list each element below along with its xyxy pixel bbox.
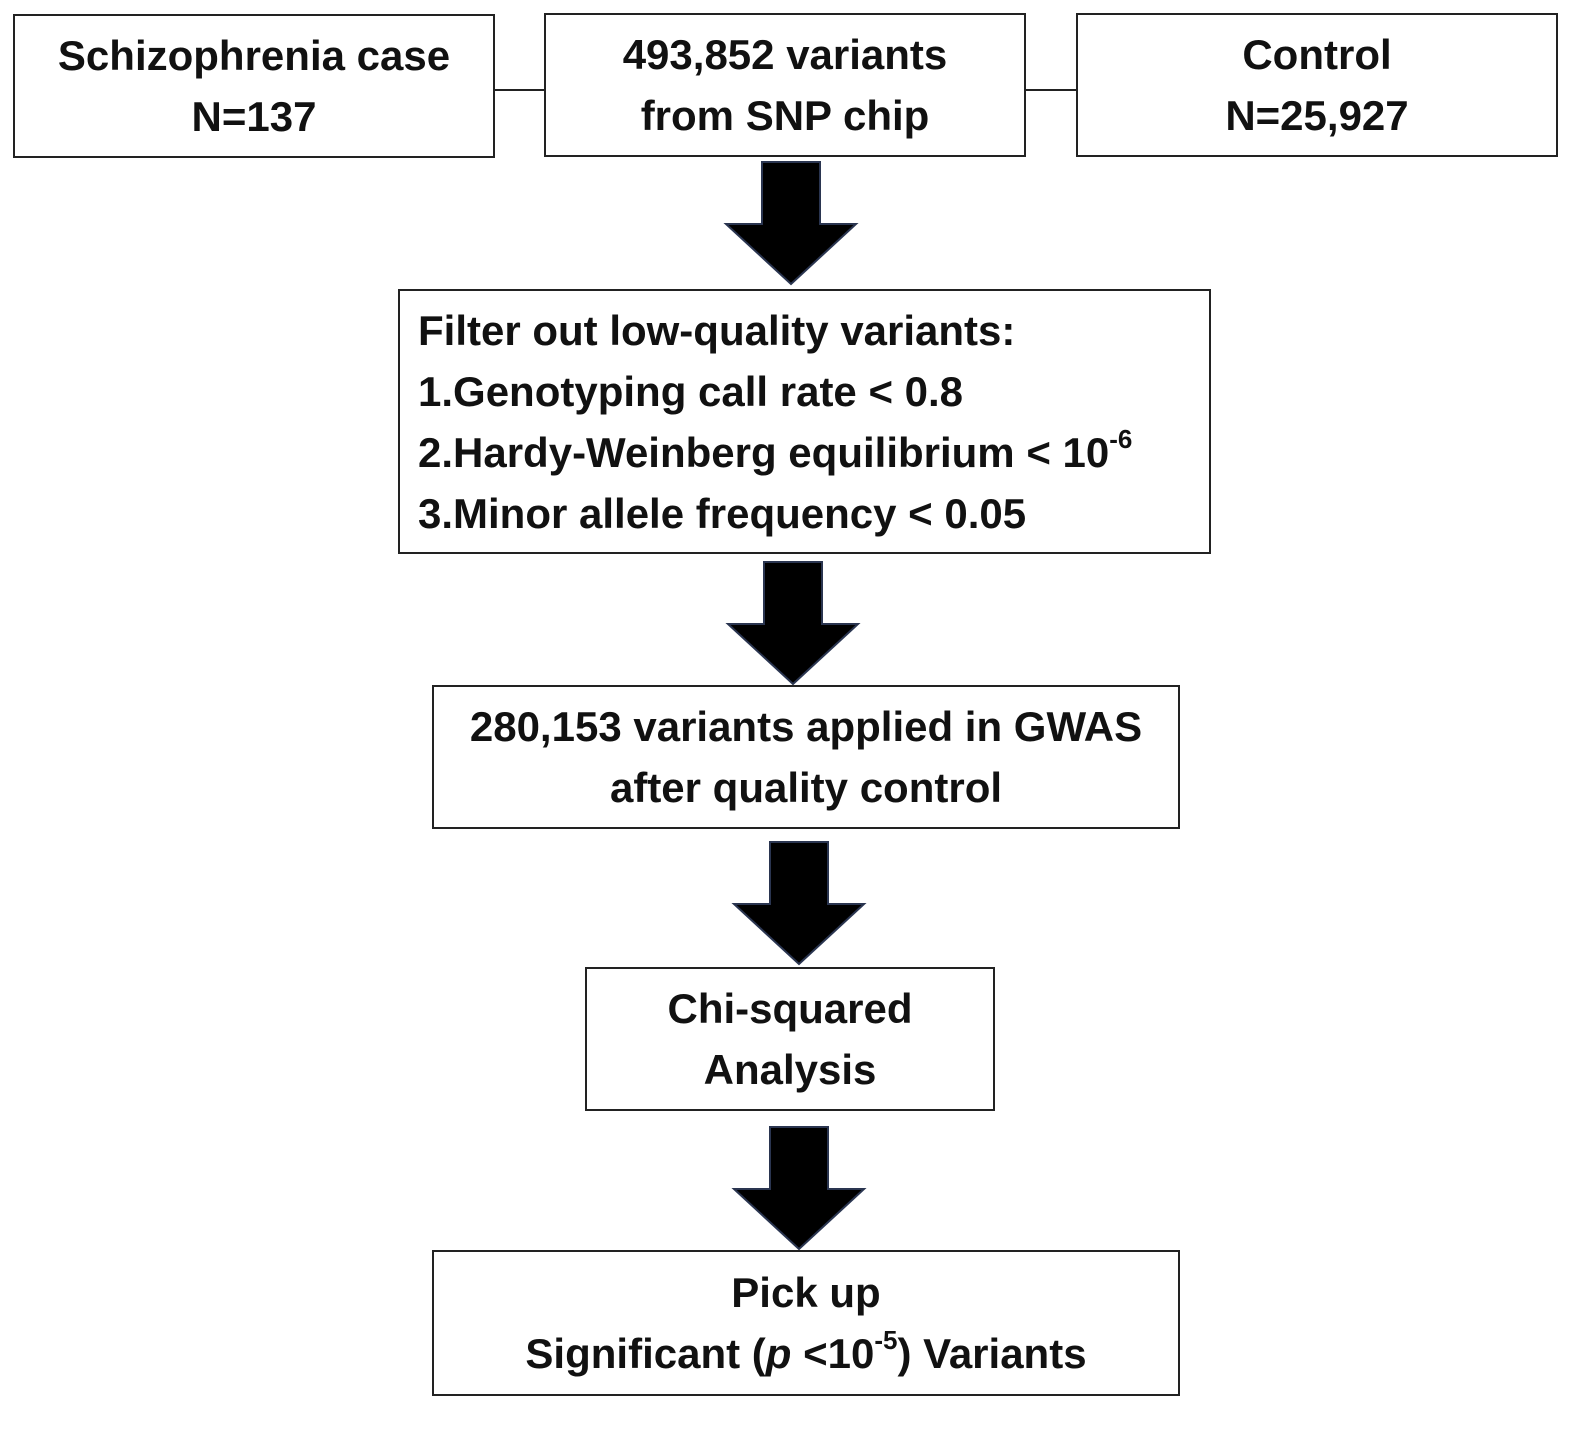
p-threshold-exponent: -5 (874, 1325, 898, 1355)
down-arrow-1 (723, 161, 859, 286)
chi-squared-title: Chi-squared (667, 985, 913, 1032)
control-box: Control N=25,927 (1076, 13, 1558, 157)
snp-variants-box: 493,852 variants from SNP chip (544, 13, 1026, 157)
filter-heading: Filter out low-quality variants: (418, 306, 1016, 354)
filter-item-hwe: 2.Hardy-Weinberg equilibrium < 10-6 (418, 423, 1133, 476)
hwe-exponent: -6 (1109, 423, 1133, 454)
connector-left (495, 89, 544, 91)
chi-squared-subtitle: Analysis (703, 1046, 877, 1093)
case-title: Schizophrenia case (57, 32, 451, 79)
gwas-note: after quality control (609, 764, 1003, 811)
snp-variants-source: from SNP chip (640, 92, 930, 139)
down-arrow-4 (731, 1126, 867, 1251)
connector-right (1026, 89, 1076, 91)
chi-squared-box: Chi-squared Analysis (585, 967, 995, 1111)
snp-variants-count: 493,852 variants (622, 31, 948, 78)
pick-up-title: Pick up (731, 1269, 881, 1316)
control-count: N=25,927 (1225, 92, 1409, 139)
control-title: Control (1242, 31, 1392, 78)
case-box: Schizophrenia case N=137 (13, 14, 495, 158)
filter-item-call-rate: 1.Genotyping call rate < 0.8 (418, 367, 964, 415)
pick-up-box: Pick up Significant (p <10-5) Variants (432, 1250, 1180, 1396)
filter-item-maf: 3.Minor allele frequency < 0.05 (418, 489, 1027, 537)
down-arrow-2 (725, 561, 861, 686)
gwas-count: 280,153 variants applied in GWAS (469, 703, 1143, 750)
gwas-box: 280,153 variants applied in GWAS after q… (432, 685, 1180, 829)
filter-box: Filter out low-quality variants: 1.Genot… (398, 289, 1211, 554)
pick-up-criterion: Significant (p <10-5) Variants (525, 1325, 1087, 1377)
case-count: N=137 (191, 93, 317, 140)
down-arrow-3 (731, 841, 867, 966)
p-symbol: p (765, 1330, 792, 1377)
